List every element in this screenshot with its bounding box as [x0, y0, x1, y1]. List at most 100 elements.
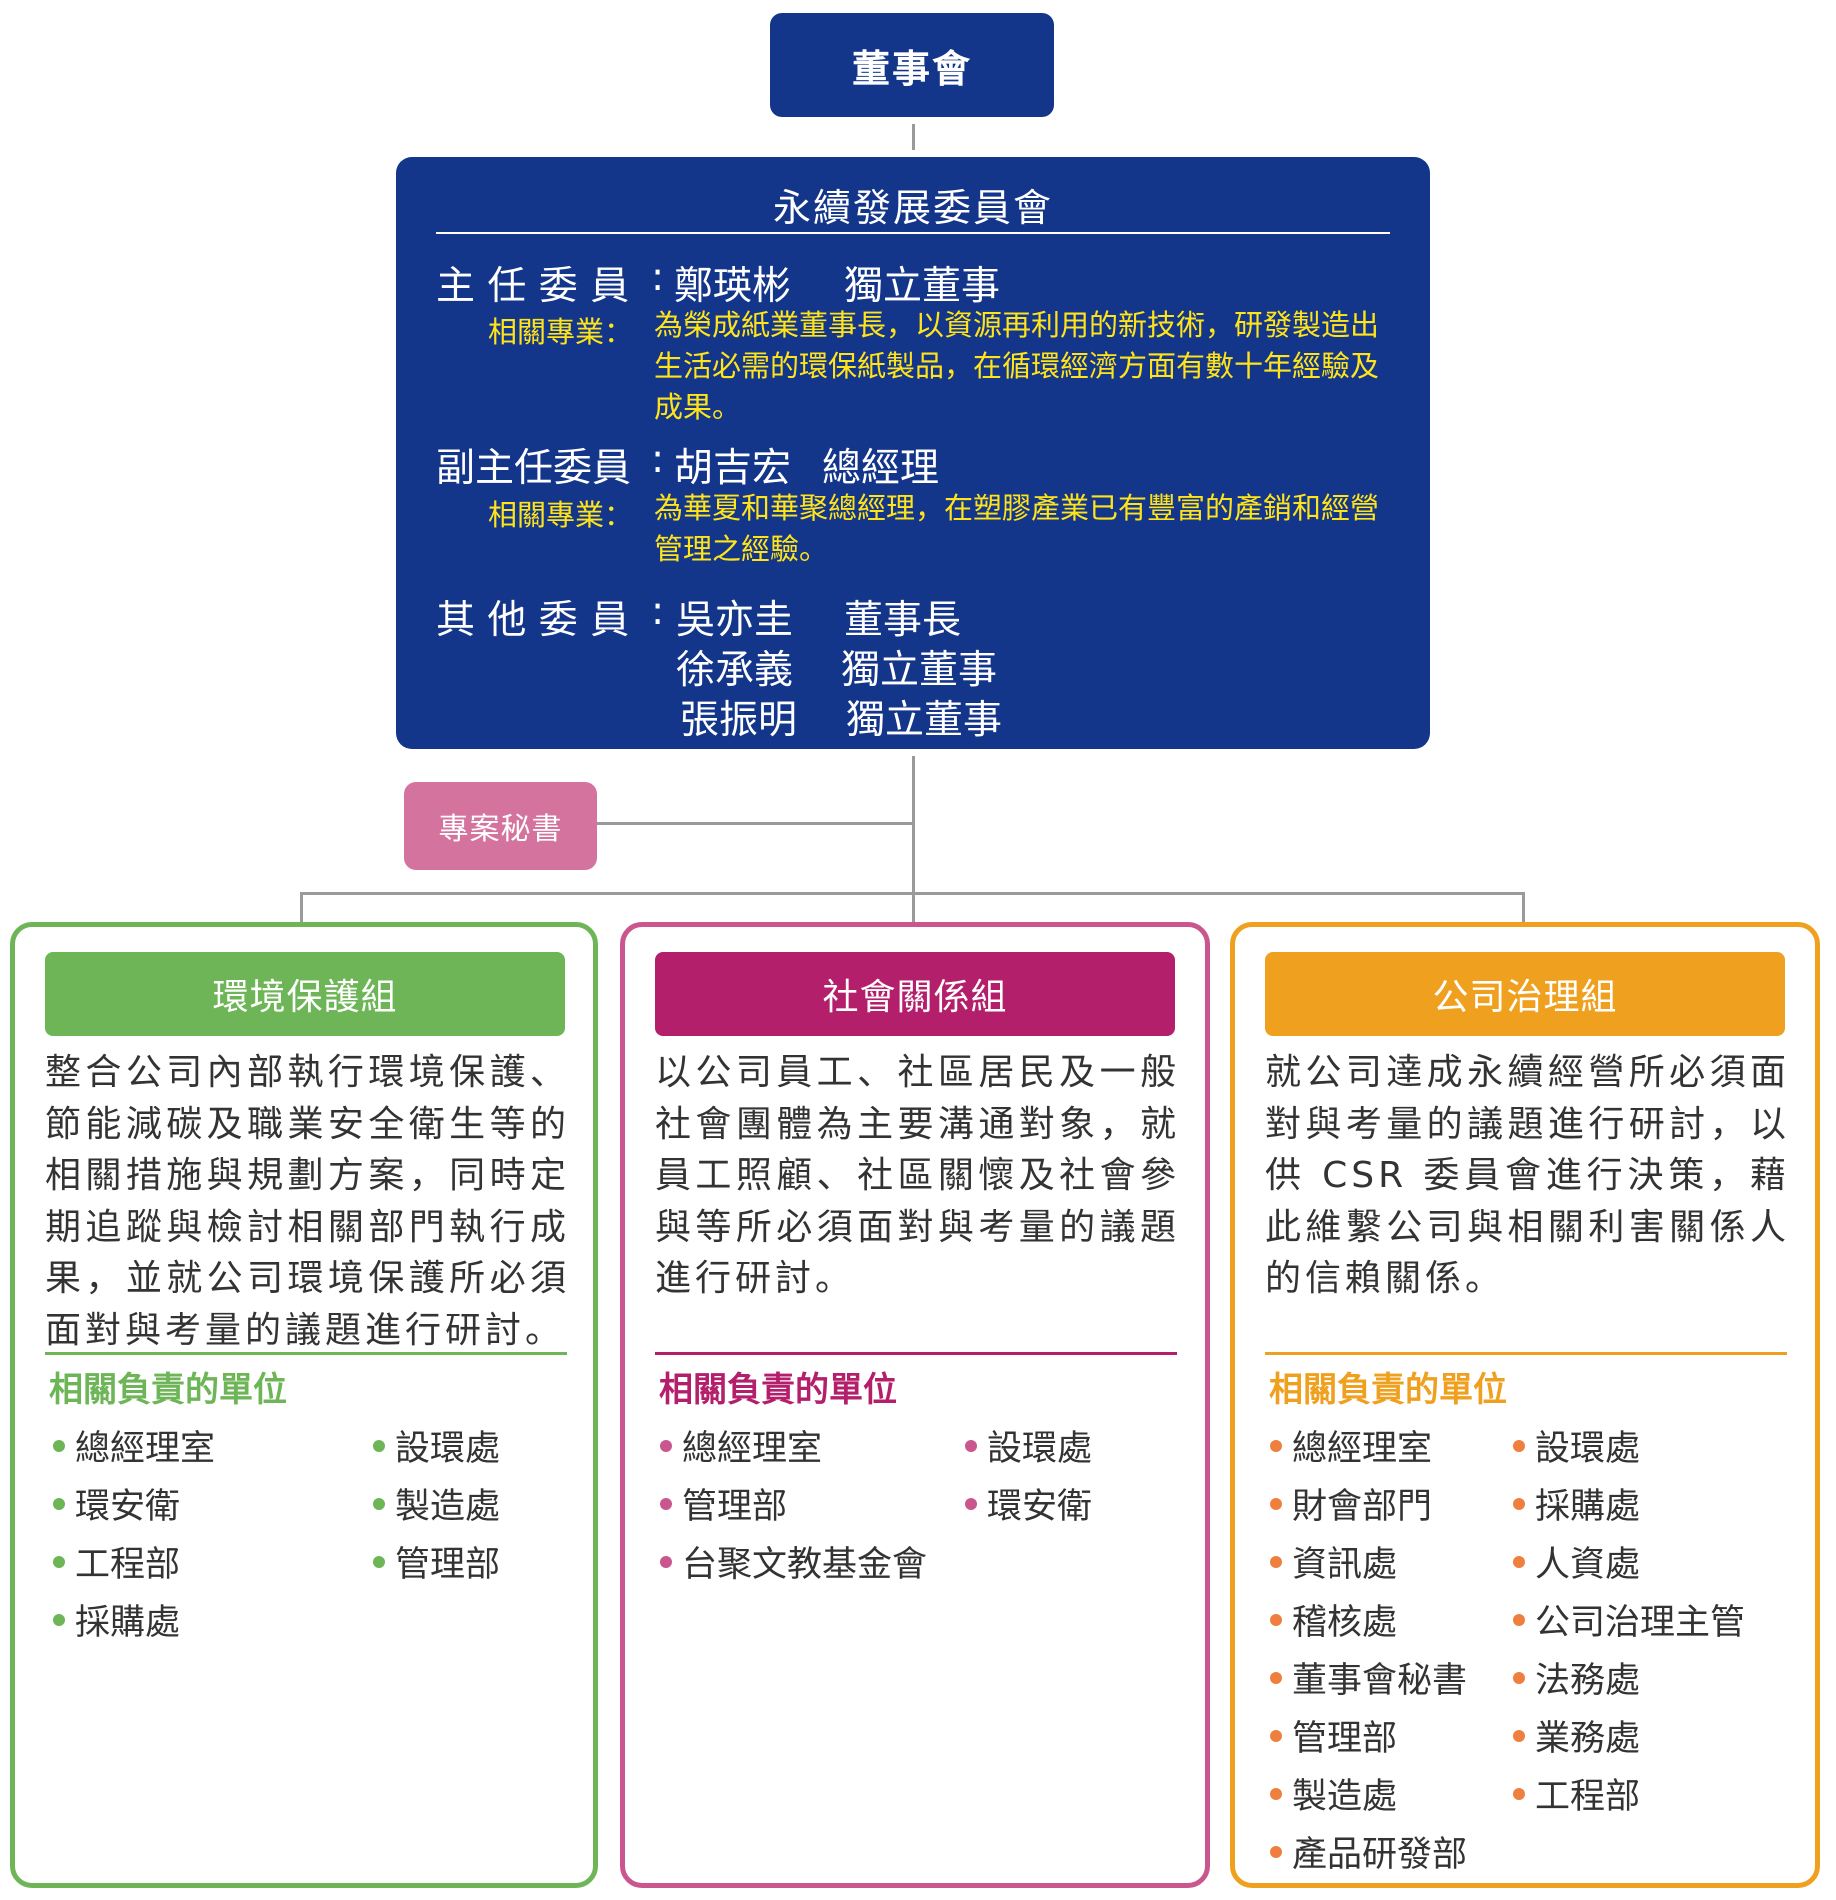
bullet-icon: [1513, 1671, 1525, 1684]
unit-item: 製造處: [373, 1478, 500, 1529]
other-member-name: 徐承義: [676, 648, 794, 693]
unit-item: 採購處: [1513, 1478, 1640, 1529]
vice-chair-title: 總經理: [822, 446, 940, 491]
unit-item: 設環處: [373, 1420, 500, 1471]
group-description: 就公司達成永續經營所必須面對與考量的議題進行研討，以供 CSR 委員會進行決策，…: [1265, 1052, 1790, 1299]
unit-item: 資訊處: [1270, 1536, 1397, 1587]
unit-label: 環安衛: [75, 1487, 181, 1527]
unit-label: 環安衛: [987, 1487, 1093, 1527]
connector-committee-groups: [912, 756, 915, 922]
unit-label: 設環處: [395, 1429, 501, 1469]
group-divider: [655, 1352, 1177, 1355]
connector-board-committee: [912, 124, 915, 150]
units-heading: 相關負責的單位: [1269, 1370, 1507, 1410]
bullet-icon: [1513, 1555, 1525, 1568]
bullet-icon: [1270, 1555, 1282, 1568]
group-divider: [45, 1352, 567, 1355]
bullet-icon: [1513, 1787, 1525, 1800]
unit-label: 管理部: [395, 1545, 501, 1585]
secretary-label: 專案秘書: [438, 812, 563, 847]
bullet-icon: [53, 1439, 65, 1452]
unit-label: 台聚文教基金會: [682, 1545, 928, 1585]
group-panel-environment: 環境保護組 整合公司內部執行環境保護、節能減碳及職業安全衛生等的相關措施與規劃方…: [10, 922, 598, 1888]
unit-label: 採購處: [75, 1603, 181, 1643]
unit-label: 工程部: [75, 1545, 181, 1585]
other-member-name: 張振明: [680, 698, 798, 743]
group-description: 以公司員工、社區居民及一般社會團體為主要溝通對象，就員工照顧、社區關懷及社會參與…: [655, 1052, 1180, 1299]
bullet-icon: [1270, 1613, 1282, 1626]
bullet-icon: [660, 1497, 672, 1510]
bullet-icon: [1513, 1439, 1525, 1452]
bullet-icon: [1513, 1729, 1525, 1742]
unit-item: 製造處: [1270, 1768, 1397, 1819]
project-secretary-box: 專案秘書: [404, 782, 597, 870]
other-member-name: 吳亦圭: [676, 598, 794, 643]
chair-colon: :: [651, 255, 665, 300]
chair-expertise: 為榮成紙業董事長，以資源再利用的新技術，研發製造出生活必需的環保紙製品，在循環經…: [654, 308, 1380, 424]
unit-item: 管理部: [373, 1536, 500, 1587]
group-divider: [1265, 1352, 1787, 1355]
group-header: 環境保護組: [45, 952, 565, 1036]
unit-item: 產品研發部: [1270, 1826, 1467, 1877]
chair-title: 獨立董事: [844, 264, 1001, 309]
vice-chair-role: 副主任委員: [436, 446, 632, 491]
unit-label: 採購處: [1535, 1487, 1641, 1527]
bullet-icon: [53, 1613, 65, 1626]
chair-role: 主 任 委 員: [436, 264, 630, 309]
other-members-role: 其 他 委 員: [436, 598, 630, 643]
unit-label: 資訊處: [1292, 1545, 1398, 1585]
unit-label: 設環處: [1535, 1429, 1641, 1469]
group-panel-social: 社會關係組 以公司員工、社區居民及一般社會團體為主要溝通對象，就員工照顧、社區關…: [620, 922, 1210, 1888]
bullet-icon: [1270, 1497, 1282, 1510]
bullet-icon: [53, 1497, 65, 1510]
committee-divider: [436, 232, 1390, 234]
bullet-icon: [965, 1497, 977, 1510]
bullet-icon: [1270, 1845, 1282, 1858]
unit-label: 稽核處: [1292, 1603, 1398, 1643]
bullet-icon: [1270, 1671, 1282, 1684]
group-header: 公司治理組: [1265, 952, 1785, 1036]
unit-item: 台聚文教基金會: [660, 1536, 927, 1587]
unit-item: 環安衛: [965, 1478, 1092, 1529]
connector-group-env: [300, 892, 303, 922]
unit-item: 人資處: [1513, 1536, 1640, 1587]
other-member-title: 獨立董事: [841, 648, 998, 693]
units-heading: 相關負責的單位: [49, 1370, 287, 1410]
other-member-title: 獨立董事: [846, 698, 1003, 743]
bullet-icon: [373, 1555, 385, 1568]
unit-label: 產品研發部: [1292, 1835, 1468, 1875]
bullet-icon: [660, 1555, 672, 1568]
unit-item: 環安衛: [53, 1478, 180, 1529]
other-member-title: 董事長: [844, 598, 962, 643]
unit-item: 公司治理主管: [1513, 1594, 1745, 1645]
bullet-icon: [1513, 1497, 1525, 1510]
unit-label: 董事會秘書: [1292, 1661, 1468, 1701]
unit-item: 總經理室: [53, 1420, 215, 1471]
unit-item: 稽核處: [1270, 1594, 1397, 1645]
unit-label: 管理部: [682, 1487, 788, 1527]
committee-title: 永續發展委員會: [772, 186, 1053, 230]
unit-label: 人資處: [1535, 1545, 1641, 1585]
unit-item: 法務處: [1513, 1652, 1640, 1703]
unit-item: 財會部門: [1270, 1478, 1432, 1529]
unit-label: 總經理室: [75, 1429, 216, 1469]
sustainability-committee-box: 永續發展委員會 主 任 委 員 : 鄭瑛彬 獨立董事 相關專業： 為榮成紙業董事…: [396, 157, 1430, 749]
other-members-colon: :: [651, 589, 665, 634]
bullet-icon: [660, 1439, 672, 1452]
unit-item: 業務處: [1513, 1710, 1640, 1761]
unit-item: 管理部: [1270, 1710, 1397, 1761]
unit-label: 製造處: [395, 1487, 501, 1527]
vice-chair-expertise-label: 相關專業：: [488, 498, 634, 532]
units-heading: 相關負責的單位: [659, 1370, 897, 1410]
unit-label: 工程部: [1535, 1777, 1641, 1817]
unit-item: 董事會秘書: [1270, 1652, 1467, 1703]
bullet-icon: [1270, 1787, 1282, 1800]
unit-label: 管理部: [1292, 1719, 1398, 1759]
unit-label: 財會部門: [1292, 1487, 1433, 1527]
unit-item: 管理部: [660, 1478, 787, 1529]
unit-item: 總經理室: [660, 1420, 822, 1471]
bullet-icon: [53, 1555, 65, 1568]
group-description: 整合公司內部執行環境保護、節能減碳及職業安全衛生等的相關措施與規劃方案，同時定期…: [45, 1052, 570, 1351]
unit-item: 總經理室: [1270, 1420, 1432, 1471]
unit-label: 公司治理主管: [1535, 1603, 1746, 1643]
